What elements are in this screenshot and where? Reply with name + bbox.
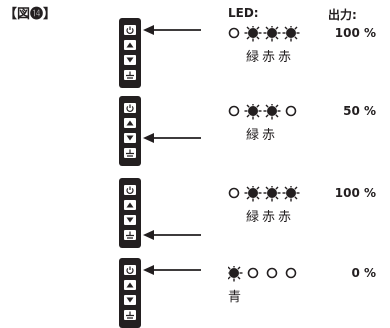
led-on-icon [244,26,262,42]
led-on-icon [282,26,300,42]
output-header: 出力: [328,8,357,22]
up-button[interactable] [124,118,136,128]
led-color-label: 緑赤 [246,128,279,143]
down-triangle-icon [126,57,134,63]
up-button[interactable] [124,280,136,290]
led-indicators [228,26,300,42]
power-icon [126,26,134,35]
light-button[interactable] [124,230,136,240]
down-button[interactable] [124,55,136,65]
power-icon [126,104,134,113]
led-off-icon [285,267,297,279]
control-panel [119,18,141,88]
up-triangle-icon [126,42,134,48]
pointer-arrow [143,230,201,240]
light-icon [126,149,134,157]
control-panel [119,96,141,166]
figure-title: 【図⓮】 [4,7,57,22]
led-on-icon [244,104,262,120]
up-triangle-icon [126,282,134,288]
led-off-icon [228,105,240,117]
control-panel [119,178,141,248]
led-row [228,266,310,282]
light-button[interactable] [124,310,136,320]
led-off-icon [285,105,297,117]
led-color-label: 青 [228,290,245,305]
up-button[interactable] [124,40,136,50]
down-triangle-icon [126,217,134,223]
pointer-arrow [143,133,201,143]
led-header: LED: [228,6,259,20]
control-panel [119,258,141,328]
light-icon [126,71,134,79]
led-on-icon [244,186,262,202]
light-button[interactable] [124,148,136,158]
light-icon [126,311,134,319]
output-value: 0 % [351,266,376,280]
up-triangle-icon [126,120,134,126]
down-triangle-icon [126,135,134,141]
up-button[interactable] [124,200,136,210]
down-button[interactable] [124,295,136,305]
led-off-icon [228,187,240,199]
light-icon [126,231,134,239]
led-row [228,26,310,42]
led-color-label: 緑赤赤 [246,50,295,65]
power-icon [126,186,134,195]
led-indicators [228,104,297,120]
led-on-icon [263,26,281,42]
output-value: 100 % [334,186,376,200]
led-row [228,186,310,202]
power-button[interactable] [124,103,136,113]
led-color-label: 緑赤赤 [246,210,295,225]
power-button[interactable] [124,185,136,195]
led-indicators [228,266,297,282]
power-button[interactable] [124,265,136,275]
led-indicators [228,186,300,202]
led-off-icon [247,267,259,279]
led-on-icon [228,266,243,282]
pointer-arrow [143,265,201,275]
pointer-arrow [143,25,201,35]
down-button[interactable] [124,215,136,225]
output-value: 50 % [343,104,376,118]
down-triangle-icon [126,297,134,303]
power-icon [126,266,134,275]
led-on-icon [282,186,300,202]
light-button[interactable] [124,70,136,80]
led-row [228,104,310,120]
led-off-icon [228,27,240,39]
output-value: 100 % [334,26,376,40]
led-on-icon [263,104,281,120]
led-off-icon [266,267,278,279]
down-button[interactable] [124,133,136,143]
led-on-icon [263,186,281,202]
power-button[interactable] [124,25,136,35]
up-triangle-icon [126,202,134,208]
